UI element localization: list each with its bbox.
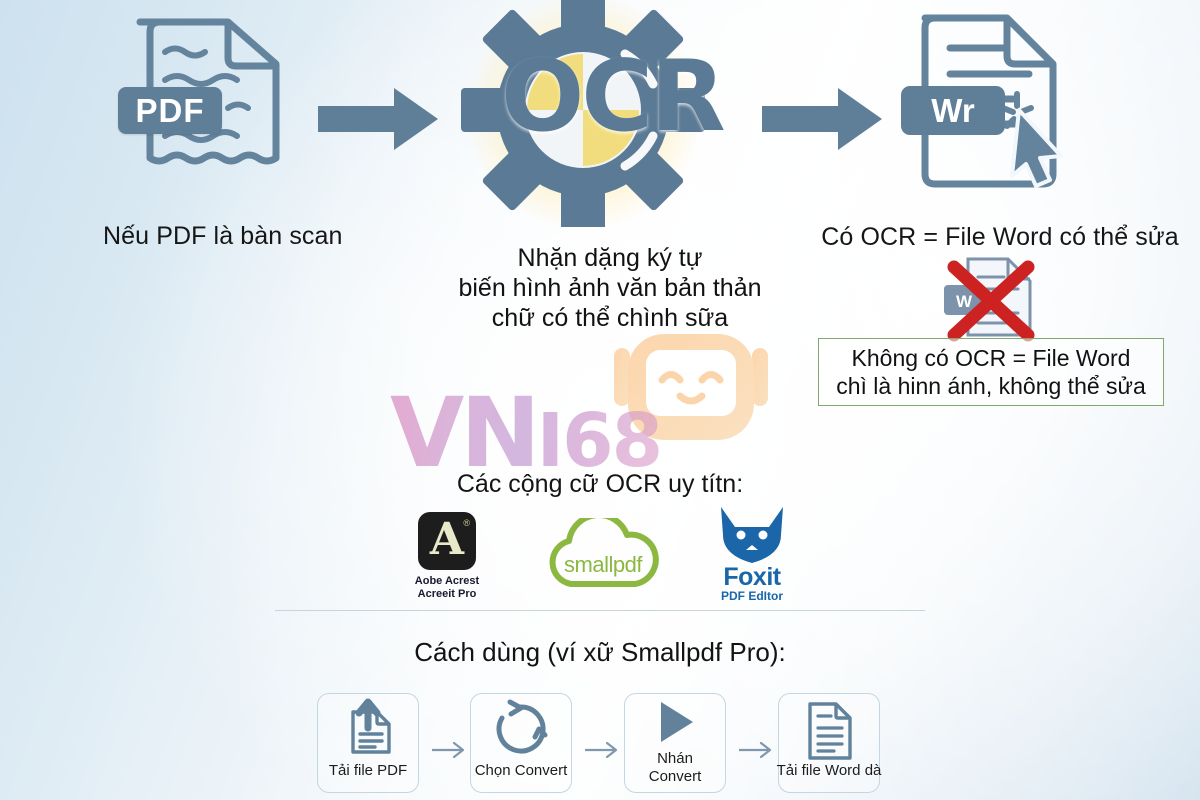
step-download-word[interactable]: Tải file Word dà	[777, 693, 881, 793]
step-choose-convert[interactable]: Chọn Convert	[470, 693, 572, 793]
play-triangle-icon	[661, 702, 693, 742]
robot-head-icon	[614, 334, 768, 440]
arrow-right-icon-1	[318, 88, 438, 155]
word-file-icon	[808, 702, 852, 760]
howto-title: Cách dùng (ví xữ Smallpdf Pro):	[414, 637, 786, 667]
right-caption: Có OCR = File Word có thể sửa	[821, 223, 1179, 251]
ocr-description-line-2: biến hình ảnh văn bản thản	[458, 274, 762, 302]
adobe-acrobat-glyph: A	[429, 514, 465, 565]
arrow-right-small-icon-1	[430, 741, 468, 759]
ocr-gear-icon: OCR	[455, 0, 755, 228]
smallpdf-logo[interactable]: smallpdf	[533, 512, 673, 598]
upload-document-icon	[351, 698, 391, 754]
word-badge-label: Wr	[901, 86, 1005, 135]
foxit-subtitle: PDF EdItor	[721, 589, 783, 603]
foxit-fox-icon	[721, 507, 783, 563]
arrow-right-small-icon-2	[583, 741, 621, 759]
arrow-right-icon-2	[762, 88, 882, 155]
smallpdf-wordmark: smallpdf	[564, 552, 642, 577]
crossed-out-word-document-icon: W	[938, 255, 1042, 348]
no-ocr-line-1: Không có OCR = File Word	[851, 345, 1131, 371]
watermark: VNI68	[390, 330, 810, 490]
step-upload-pdf[interactable]: Tải file PDF	[317, 693, 419, 793]
left-caption: Nếu PDF là bàn scan	[103, 222, 343, 250]
step-choose-convert-label: Chọn Convert	[474, 762, 568, 779]
pdf-badge-label: PDF	[118, 87, 222, 134]
adobe-registered-mark: ®	[463, 518, 470, 528]
tools-section-title: Các cộng cữ OCR uy títn:	[456, 470, 744, 498]
section-divider	[275, 610, 925, 611]
refresh-circle-icon	[496, 699, 548, 754]
no-ocr-line-2: chì là hinn ánh, không thể sửa	[836, 373, 1146, 399]
foxit-wordmark: Foxit	[723, 563, 781, 591]
adobe-acrobat-logo[interactable]: A ® Aobe Acrest Acreeit Pro	[377, 512, 517, 601]
step-press-convert-label: Nhán Convert	[648, 750, 702, 785]
watermark-text: VNI68	[390, 385, 661, 481]
ocr-description: Nhặn dặng ký tự biến hình ảnh văn bản th…	[420, 243, 800, 333]
pdf-scan-document-icon: PDF	[110, 8, 320, 208]
foxit-logo[interactable]: Foxit PDF EdItor	[682, 505, 822, 603]
ocr-description-line-1: Nhặn dặng ký tự	[517, 244, 703, 272]
step-download-word-label: Tải file Word dà	[776, 762, 882, 779]
step-upload-pdf-label: Tải file PDF	[328, 762, 408, 779]
arrow-right-small-icon-3	[737, 741, 775, 759]
adobe-acrobat-tile: A ®	[418, 512, 476, 570]
svg-text:W: W	[956, 292, 973, 311]
word-document-cursor-icon: Wr	[895, 6, 1095, 206]
step-press-convert[interactable]: Nhán Convert	[624, 693, 726, 793]
ocr-logo-text: OCR	[501, 40, 726, 154]
adobe-caption-line-2: Acreeit Pro	[417, 588, 477, 600]
no-ocr-callout-box: Không có OCR = File Word chì là hinn ánh…	[818, 338, 1164, 406]
ocr-description-line-3: chữ có thể chình sữa	[491, 304, 729, 332]
adobe-caption-line-1: Aobe Acrest	[414, 575, 480, 587]
